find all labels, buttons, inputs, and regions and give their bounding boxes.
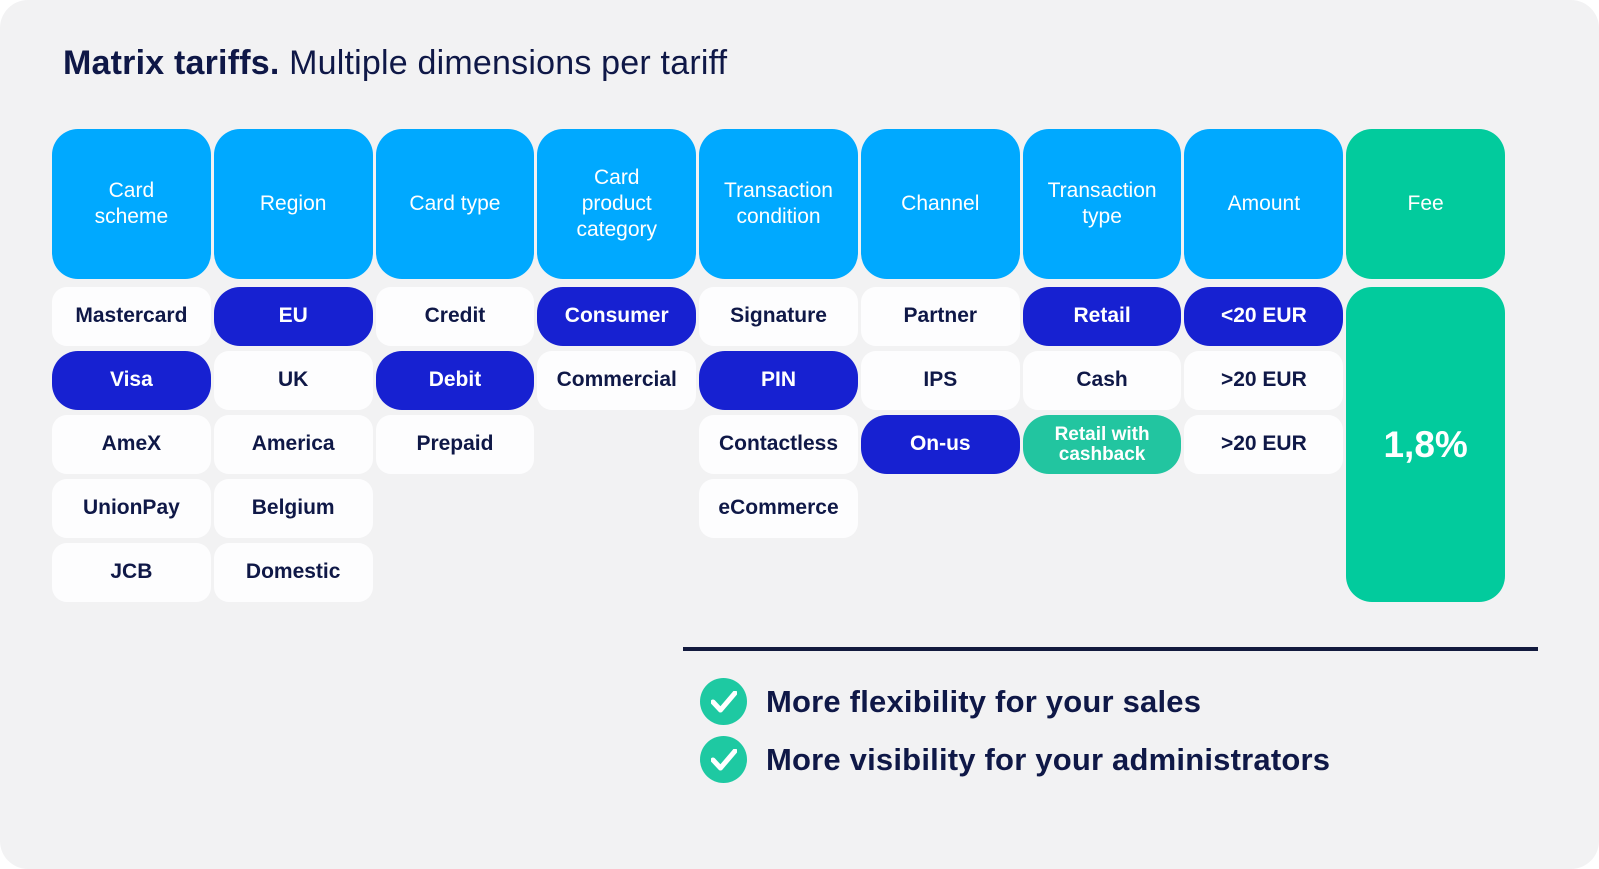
- cell-region-domestic: Domestic: [213, 543, 373, 602]
- cell-region-eu: EU: [213, 287, 373, 346]
- page-title-regular: Multiple dimensions per tariff: [279, 44, 728, 82]
- cell-channel-ips: IPS: [860, 351, 1020, 410]
- cell-transaction-condition-ecommerce: eCommerce: [699, 479, 858, 538]
- cell-card-scheme-visa: Visa: [52, 351, 211, 410]
- benefit-label: More flexibility for your sales: [766, 683, 1202, 719]
- page-title: Matrix tariffs. Multiple dimensions per …: [63, 44, 727, 83]
- cell-card-product-category-commercial: Commercial: [537, 351, 697, 410]
- cell-transaction-condition-signature: Signature: [699, 287, 858, 346]
- cell-card-scheme-jcb: JCB: [52, 543, 211, 602]
- benefit-item-more-visibility-for-your-administrators: More visibility for your administrators: [700, 736, 1330, 783]
- cell-card-scheme-unionpay: UnionPay: [52, 479, 211, 538]
- cell-region-uk: UK: [213, 351, 373, 410]
- cell-card-type-credit: Credit: [375, 287, 535, 346]
- column-header-amount: Amount: [1184, 129, 1344, 279]
- cell-region-belgium: Belgium: [213, 479, 373, 538]
- column-header-fee: Fee: [1346, 129, 1506, 279]
- benefit-label: More visibility for your administrators: [766, 741, 1331, 777]
- column-header-channel: Channel: [860, 129, 1020, 279]
- checkmark-icon: [700, 678, 747, 725]
- cell-channel-on-us: On-us: [860, 415, 1020, 474]
- column-header-card-scheme: Card scheme: [52, 129, 211, 279]
- cell-card-type-debit: Debit: [375, 351, 535, 410]
- column-header-card-product-category: Card product category: [537, 129, 697, 279]
- cell-card-scheme-amex: AmeX: [52, 415, 211, 474]
- column-header-region: Region: [213, 129, 373, 279]
- checkmark-icon: [700, 736, 747, 783]
- cell-transaction-type-retail: Retail: [1022, 287, 1182, 346]
- fee-value: 1,8%: [1346, 287, 1506, 602]
- page-title-bold: Matrix tariffs.: [63, 44, 280, 82]
- cell-channel-partner: Partner: [860, 287, 1020, 346]
- cell-transaction-type-retail-with-cashback: Retail with cashback: [1022, 415, 1182, 474]
- cell-card-product-category-consumer: Consumer: [537, 287, 697, 346]
- cell-transaction-type-cash: Cash: [1022, 351, 1182, 410]
- cell-card-type-prepaid: Prepaid: [375, 415, 535, 474]
- column-header-card-type: Card type: [375, 129, 535, 279]
- cell-transaction-condition-pin: PIN: [699, 351, 858, 410]
- cell-amount-20-eur: <20 EUR: [1184, 287, 1344, 346]
- column-amount: Amount<20 EUR>20 EUR>20 EUR: [1184, 129, 1344, 602]
- column-header-transaction-condition: Transaction condition: [699, 129, 858, 279]
- cell-region-america: America: [213, 415, 373, 474]
- cell-amount-20-eur: >20 EUR: [1184, 351, 1344, 410]
- divider-line: [683, 647, 1538, 651]
- cell-card-scheme-mastercard: Mastercard: [52, 287, 211, 346]
- cell-transaction-condition-contactless: Contactless: [699, 415, 858, 474]
- cell-amount-20-eur: >20 EUR: [1184, 415, 1344, 474]
- benefit-item-more-flexibility-for-your-sales: More flexibility for your sales: [700, 678, 1330, 725]
- column-header-transaction-type: Transaction type: [1022, 129, 1182, 279]
